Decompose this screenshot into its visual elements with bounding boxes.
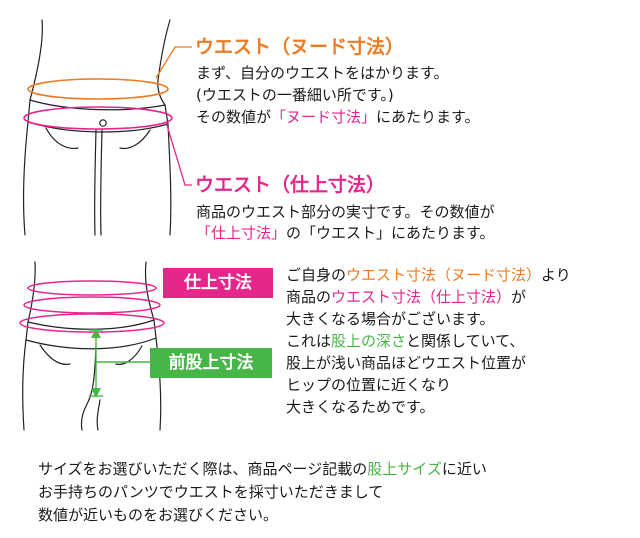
para-line7: 大きくなるためです。 (286, 398, 435, 416)
finish-label-bg (163, 268, 273, 298)
para-line4-pre: これは (286, 332, 332, 350)
desc-nude-line1: まず、自分のウエストをはかります。 (196, 64, 449, 82)
lower-ellipse-1 (27, 280, 157, 296)
para-line4-post: と関係していて、 (406, 332, 525, 350)
bottom-line2: お手持ちのパンツでウエストを採寸いただきまして (38, 483, 384, 501)
bottom-line1-pre: サイズをお選びいただく際は、商品ページ記載の (38, 460, 368, 478)
desc-finish-line2-highlight: 「仕上寸法」 (196, 224, 287, 242)
upper-figure (22, 19, 172, 236)
nude-leader-line (155, 46, 192, 79)
para-line1-highlight: ウエスト寸法（ヌード寸法） (346, 266, 542, 284)
front-rise-label: 前股上寸法 (168, 353, 254, 373)
desc-finish-line1: 商品のウエスト部分の実寸です。その数値が (196, 203, 495, 221)
para-line3: 大きくなる場合がございます。 (286, 310, 495, 328)
lower-figure (22, 261, 162, 431)
desc-nude-line3-highlight: 「ヌード寸法」 (271, 108, 377, 126)
finish-leader-line (165, 121, 192, 186)
para-line2-highlight: ウエスト寸法（仕上寸法） (331, 288, 512, 306)
nude-waist-ellipse (27, 78, 169, 100)
rise-label-bg (150, 348, 272, 378)
title-finish-waist: ウエスト（仕上寸法） (195, 174, 386, 196)
desc-nude-line2: (ウエストの一番細い所です。) (196, 86, 394, 104)
para-line2: 商品のウエスト寸法（仕上寸法）が (286, 288, 526, 307)
rise-arrow (89, 328, 150, 398)
finish-waist-ellipse (23, 106, 173, 130)
bottom-line1: サイズをお選びいただく際は、商品ページ記載の股上サイズに近い (38, 460, 487, 479)
para-line5: 股上が浅い商品ほどウエスト位置が (286, 354, 527, 372)
para-line2-pre: 商品の (286, 288, 332, 306)
para-line2-post: が (511, 288, 527, 306)
bottom-line1-post: に近い (441, 460, 487, 478)
finish-size-label: 仕上寸法 (184, 273, 252, 293)
desc-finish-line2-post: の「ウエスト」にあたります。 (286, 224, 495, 242)
title-nude-waist: ウエスト（ヌード寸法） (195, 36, 405, 58)
desc-nude-line3-pre: その数値が (196, 108, 272, 126)
desc-nude-line3-post: にあたります。 (376, 108, 480, 126)
bottom-line3: 数値が近いものをお選びください。 (38, 506, 279, 524)
para-line1-pre: ご自身の (286, 266, 347, 284)
bottom-line1-highlight: 股上サイズ (367, 460, 442, 478)
para-line1: ご自身のウエスト寸法（ヌード寸法）より (286, 266, 571, 285)
para-line1-post: より (541, 266, 571, 284)
lower-ellipse-3 (19, 313, 165, 333)
para-line4-highlight: 股上の深さ (331, 332, 407, 350)
desc-finish-line2: 「仕上寸法」の「ウエスト」にあたります。 (196, 224, 495, 243)
para-line6: ヒップの位置に近くなり (286, 376, 452, 394)
para-line4: これは股上の深さと関係していて、 (286, 332, 524, 351)
desc-nude-line3: その数値が「ヌード寸法」にあたります。 (196, 108, 480, 127)
lower-ellipse-2 (23, 296, 161, 314)
